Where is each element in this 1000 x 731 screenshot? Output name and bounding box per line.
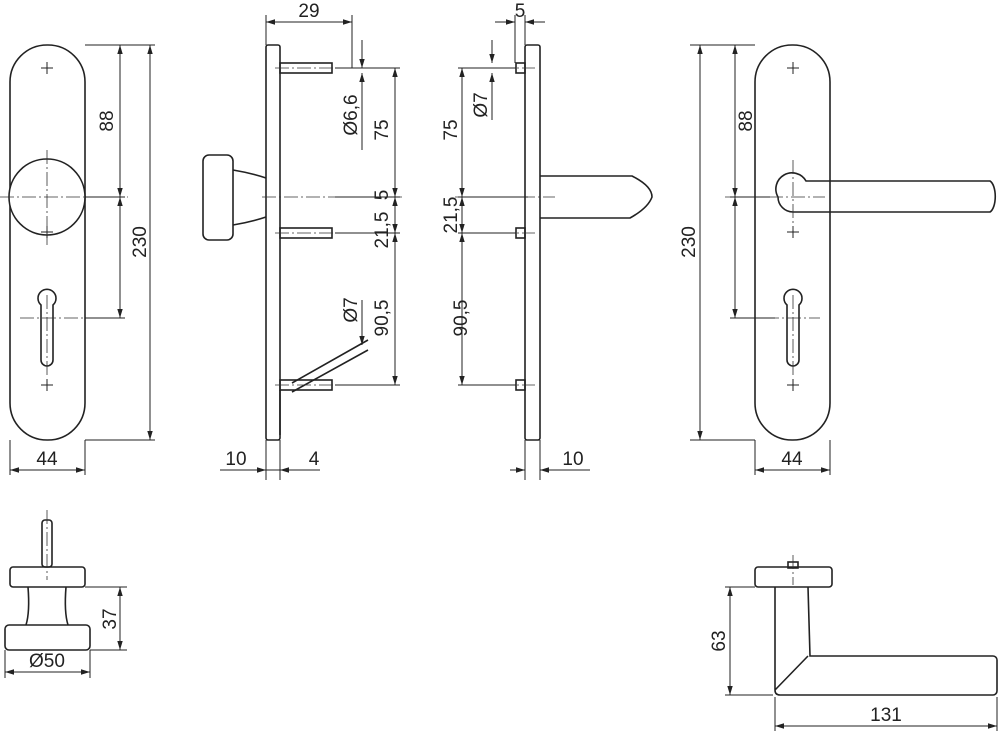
dim-90-5: 90,5 [451,300,472,337]
dim-75: 75 [441,119,462,140]
dim-5: 5 [515,1,526,22]
dim-dia-7: Ø7 [341,297,362,322]
dim-29: 29 [298,1,319,22]
keyhole-icon [37,288,57,367]
dim-5: 5 [372,190,393,201]
dim-21-5: 21,5 [441,197,462,234]
side-lever-view: 5 Ø7 75 21,5 90,5 10 [441,1,653,480]
dim-10: 10 [562,449,583,470]
dim-4: 4 [309,449,320,470]
lever-top-view: 63 131 [709,555,998,731]
dim-90-5: 90,5 [372,300,393,337]
keyhole-icon [783,288,803,367]
knob-side [202,154,234,241]
lever-front [775,172,997,213]
dim-dia-50: Ø50 [29,651,65,672]
dim-pin-dia: Ø6,6 [341,94,362,135]
dim-44: 44 [36,449,58,470]
dim-230: 230 [130,226,151,258]
dim-88: 88 [736,110,757,131]
dim-230: 230 [679,226,700,258]
dim-88: 88 [97,110,118,131]
dim-21-5: 21,5 [372,212,393,249]
front-lever-view: 88 230 44 [679,44,997,475]
screw-hole-marks [41,62,53,391]
dim-37: 37 [100,608,121,629]
side-knob-view: 29 Ø6,6 75 5 21,5 Ø7 90,5 10 4 [202,1,402,480]
dim-75: 75 [372,119,393,140]
escutcheon-plate [9,44,86,441]
dim-131: 131 [870,705,902,726]
dim-dia-7: Ø7 [471,92,492,117]
knob-top-view: 37 Ø50 [4,510,127,678]
front-knob-view: 88 230 44 [0,44,155,475]
dim-10: 10 [225,449,246,470]
dim-44: 44 [781,449,803,470]
dim-63: 63 [709,630,730,651]
lever-side [540,175,653,219]
